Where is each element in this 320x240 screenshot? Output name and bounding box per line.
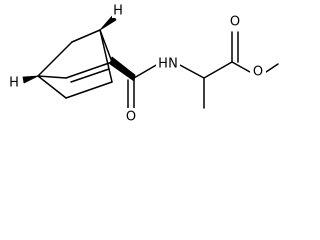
bond-n-calpha [177, 63, 205, 79]
bond-calpha-cester [203, 61, 233, 79]
bond-c1-c7 [71, 29, 101, 43]
atom-o-ester: O [253, 65, 263, 80]
bond-c1-c6 [99, 29, 113, 83]
bond-o-methyl [265, 63, 279, 73]
bond-c5-c6 [65, 81, 113, 99]
bond-c4-c5 [37, 75, 67, 99]
atom-o-ester-carbonyl: O [230, 15, 240, 30]
bond-c7-c4 [37, 41, 73, 77]
atom-h-left: H [9, 76, 19, 91]
atom-n: N [168, 57, 178, 72]
bond-amide-c-n [133, 63, 159, 79]
bond-c2-c3 [65, 61, 113, 79]
wedge-c2-amide [109, 56, 136, 82]
atom-o-amide: O [126, 110, 136, 125]
structure-canvas: H H H N O O O [0, 0, 280, 137]
wedge-h-left [22, 75, 39, 84]
bond-c2-c3-double [70, 68, 110, 83]
chemical-structure: H H H N O O O [8, 4, 279, 125]
bond-c3-c4 [37, 75, 67, 79]
atom-nh-h: H [158, 57, 168, 72]
bond-ester-c-o [231, 61, 251, 73]
atom-h-top: H [113, 4, 123, 19]
